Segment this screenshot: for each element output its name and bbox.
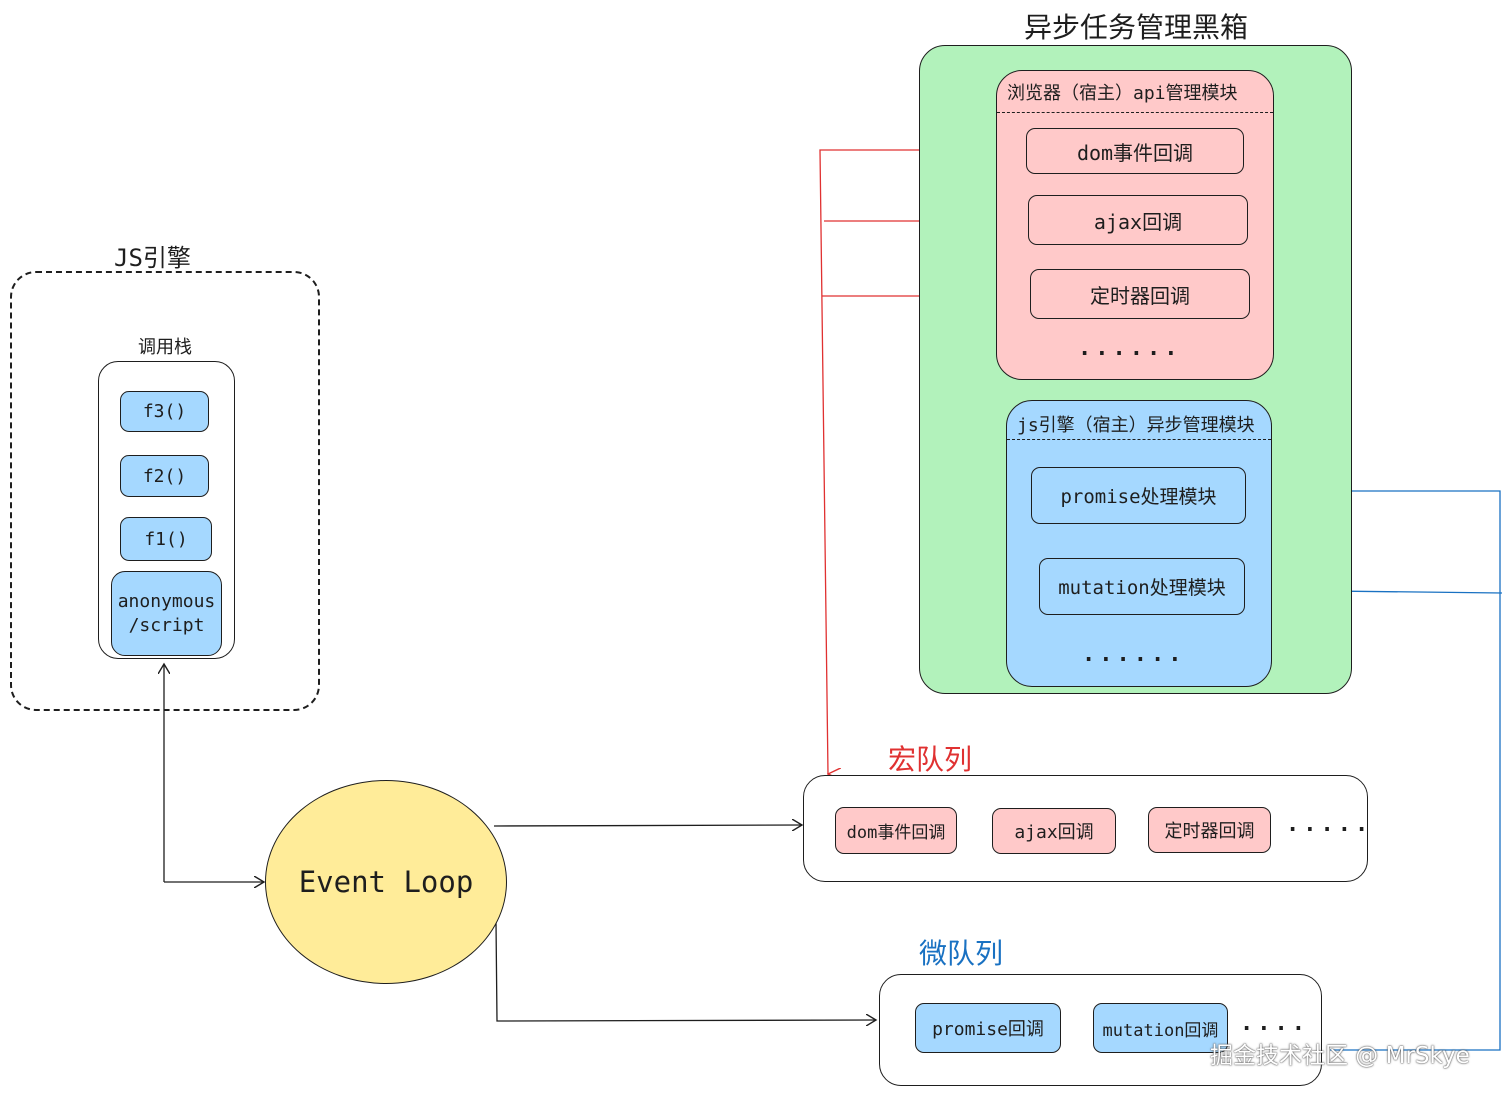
micro-item-mutation: mutation回调 [1093,1003,1228,1053]
call-stack-frame-f2: f2() [120,455,209,497]
browser-api-module-title: 浏览器（宿主）api管理模块 [1007,83,1238,104]
call-stack-frame-f1: f1() [120,517,212,561]
browser-item-ajax: ajax回调 [1028,195,1248,245]
js-item-mutation: mutation处理模块 [1039,558,1245,615]
micro-item-promise: promise回调 [915,1003,1061,1053]
js-engine-title: JS引擎 [114,244,191,272]
arrow-to-macro-queue [493,825,802,826]
micro-queue-ellipsis: .... [1240,1011,1309,1036]
watermark: 掘金技术社区 @ MrSkye [1210,1043,1470,1069]
js-engine-container [10,271,320,711]
macro-item-dom: dom事件回调 [835,807,957,854]
event-loop: Event Loop [265,780,507,984]
browser-module-divider [997,112,1273,113]
macro-queue-ellipsis: ..... [1286,812,1373,837]
macro-queue-title: 宏队列 [888,743,973,776]
arrow-to-micro-queue [495,921,876,1021]
call-stack-title: 调用栈 [138,337,192,358]
browser-item-timer: 定时器回调 [1030,269,1250,319]
browser-module-ellipsis: ...... [1078,336,1182,361]
js-async-module: js引擎（宿主）异步管理模块 [1006,400,1272,687]
js-item-promise: promise处理模块 [1031,467,1246,524]
event-loop-arrows [164,664,876,1021]
macro-item-timer: 定时器回调 [1148,807,1271,853]
call-stack-frame-anonymous: anonymous /script [111,571,222,656]
black-box-title: 异步任务管理黑箱 [1024,11,1249,44]
js-module-divider [1007,439,1271,440]
macro-item-ajax: ajax回调 [992,808,1116,854]
micro-queue-title: 微队列 [919,937,1004,970]
js-module-ellipsis: ...... [1082,642,1186,667]
js-async-module-title: js引擎（宿主）异步管理模块 [1017,415,1255,436]
call-stack-frame-f3: f3() [120,391,209,432]
browser-item-dom: dom事件回调 [1026,128,1244,174]
